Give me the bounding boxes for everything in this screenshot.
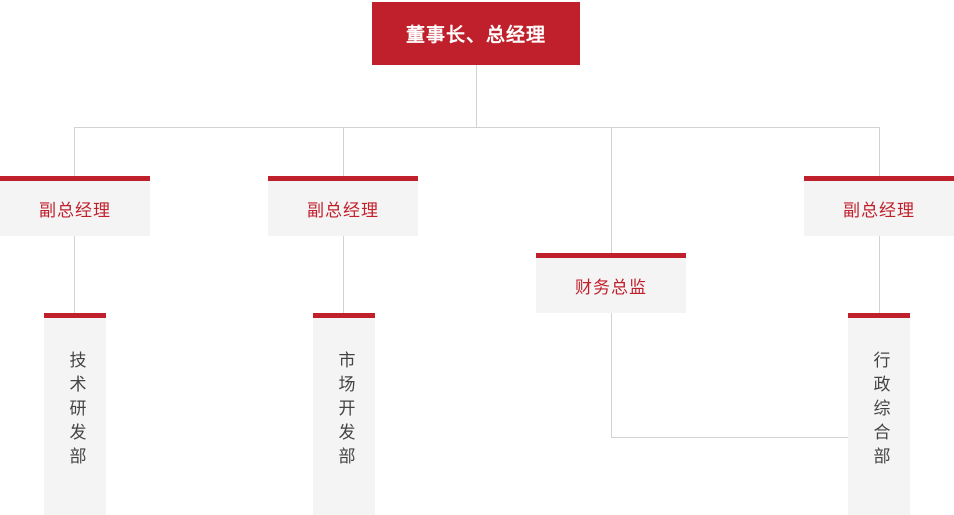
node-vp-3[interactable]: 副总经理 (804, 176, 954, 236)
node-vp-1-label: 副总经理 (39, 201, 111, 221)
connector-drop-vp-1 (74, 127, 75, 181)
connector-drop-vp-2 (343, 127, 344, 181)
node-vp-2[interactable]: 副总经理 (268, 176, 418, 236)
node-vp-2-label: 副总经理 (307, 201, 379, 221)
connector-level2-bus (74, 127, 880, 128)
node-vp-3-label: 副总经理 (843, 201, 915, 221)
connector-drop-dept-rd (74, 236, 75, 313)
connector-drop-dept-market (343, 236, 344, 313)
node-chairman-general-manager[interactable]: 董事长、总经理 (372, 2, 580, 65)
connector-drop-dept-admin (879, 236, 880, 313)
connector-root-trunk (476, 65, 477, 127)
connector-drop-vp-3 (879, 127, 880, 181)
node-dept-admin[interactable]: 行政综合部 (848, 313, 910, 515)
connector-drop-cfo (611, 127, 612, 258)
node-cfo[interactable]: 财务总监 (536, 253, 686, 313)
node-cfo-label: 财务总监 (575, 278, 647, 298)
connector-cfo-to-admin-vertical (611, 313, 612, 437)
connector-cfo-to-admin-horizontal (611, 437, 848, 438)
node-dept-market-label: 市场开发部 (334, 351, 355, 471)
node-dept-rd-label: 技术研发部 (65, 351, 86, 471)
node-dept-admin-label: 行政综合部 (869, 351, 890, 471)
node-chairman-general-manager-label: 董事长、总经理 (405, 24, 546, 46)
node-dept-market[interactable]: 市场开发部 (313, 313, 375, 515)
node-dept-rd[interactable]: 技术研发部 (44, 313, 106, 515)
node-vp-1[interactable]: 副总经理 (0, 176, 150, 236)
